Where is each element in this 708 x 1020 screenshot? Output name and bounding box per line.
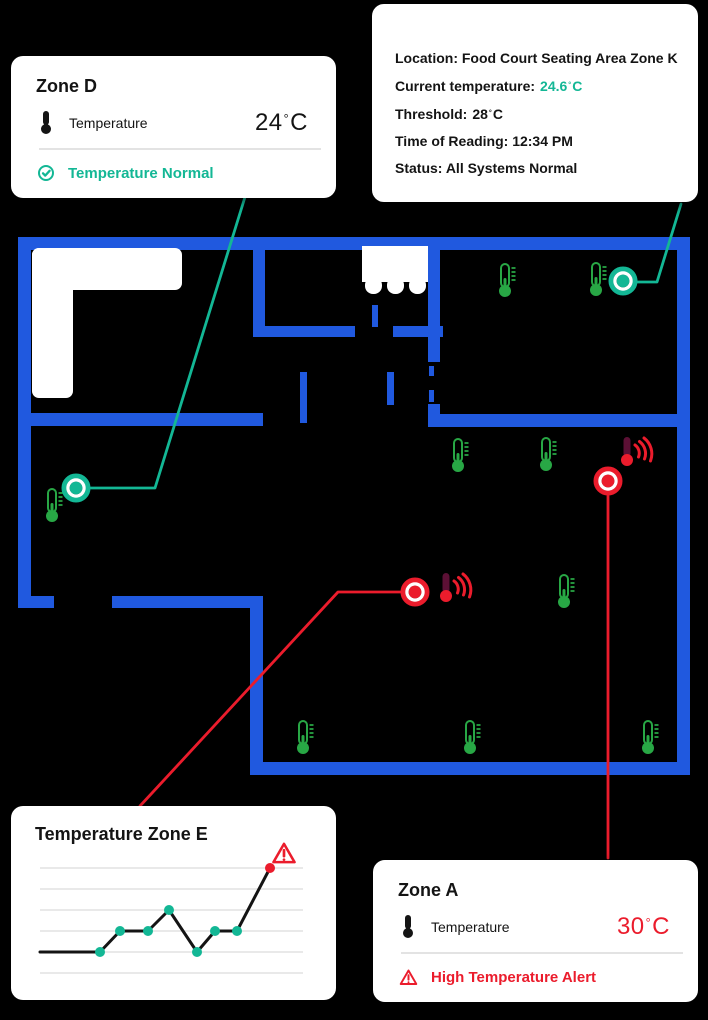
warning-triangle-icon	[399, 969, 418, 985]
data-point	[143, 926, 153, 936]
status-text: Temperature Normal	[68, 164, 214, 182]
temperature-row: Temperature 30°C	[400, 910, 670, 944]
card-title: Zone A	[398, 880, 459, 900]
data-point	[164, 905, 174, 915]
status-badge: High Temperature Alert	[399, 963, 596, 991]
chair	[365, 277, 382, 294]
current-temperature-line: Current temperature:24.6°C	[395, 78, 583, 94]
alert-data-point	[265, 863, 275, 873]
status-line: Status: All Systems Normal	[395, 160, 578, 176]
chair	[409, 277, 426, 294]
time-line: Time of Reading: 12:34 PM	[395, 133, 573, 149]
chart-title: Temperature Zone E	[35, 824, 208, 844]
connector-zone-d	[88, 195, 247, 490]
chair	[387, 277, 404, 294]
threshold-line: Threshold:28°C	[395, 106, 503, 122]
zone-e-chart-card: Temperature Zone E	[11, 806, 336, 1000]
data-point	[115, 926, 125, 936]
status-text: High Temperature Alert	[431, 968, 597, 986]
thermometer-icon[interactable]	[557, 574, 576, 609]
thermometer-icon[interactable]	[539, 437, 558, 472]
thermometer-icon[interactable]	[589, 262, 608, 297]
metric-label: Temperature	[431, 919, 510, 935]
zone-a-sensor[interactable]	[596, 469, 620, 493]
status-badge: Temperature Normal	[37, 159, 214, 187]
thermometer-icon[interactable]	[451, 438, 470, 473]
connector-zone-k	[635, 202, 683, 284]
divider	[39, 148, 321, 150]
thermometer-icon[interactable]	[463, 720, 482, 755]
data-point	[210, 926, 220, 936]
thermometer-icon[interactable]	[498, 263, 517, 298]
thermometer-icon[interactable]	[296, 720, 315, 755]
zone-d-card: Zone D Temperature 24°C Temperature Norm…	[11, 56, 336, 198]
alert-thermometer-icon	[619, 435, 654, 468]
location-line: Location: Food Court Seating Area Zone K	[395, 50, 678, 66]
sensor-info-card: Location: Food Court Seating Area Zone K…	[372, 4, 698, 202]
thermometer-icon[interactable]	[641, 720, 660, 755]
zone-a-card: Zone A Temperature 30°C High Temperature…	[373, 860, 698, 1002]
dining-table	[362, 246, 428, 294]
alert-thermometer-icon	[438, 571, 473, 604]
divider	[401, 952, 683, 954]
zone-e-chart	[38, 863, 303, 974]
data-point	[95, 947, 105, 957]
kitchen-counter	[32, 248, 182, 398]
metric-label: Temperature	[69, 115, 148, 131]
data-point	[192, 947, 202, 957]
card-title: Zone D	[36, 76, 97, 96]
walls	[18, 237, 690, 775]
zone-e-sensor[interactable]	[403, 580, 427, 604]
high-temp-warning-icon	[272, 842, 296, 864]
data-point	[232, 926, 242, 936]
zone-k-sensor[interactable]	[611, 269, 635, 293]
check-circle-icon	[37, 164, 55, 182]
thermometer-icon	[41, 111, 51, 134]
zone-d-sensor[interactable]	[64, 476, 88, 500]
thermometer-icon[interactable]	[45, 488, 64, 523]
temperature-value: 30°C	[616, 913, 670, 940]
temperature-value: 24°C	[254, 109, 308, 136]
temperature-row: Temperature 24°C	[38, 106, 308, 140]
thermometer-icon	[403, 915, 413, 938]
connector-zone-e	[138, 590, 403, 808]
